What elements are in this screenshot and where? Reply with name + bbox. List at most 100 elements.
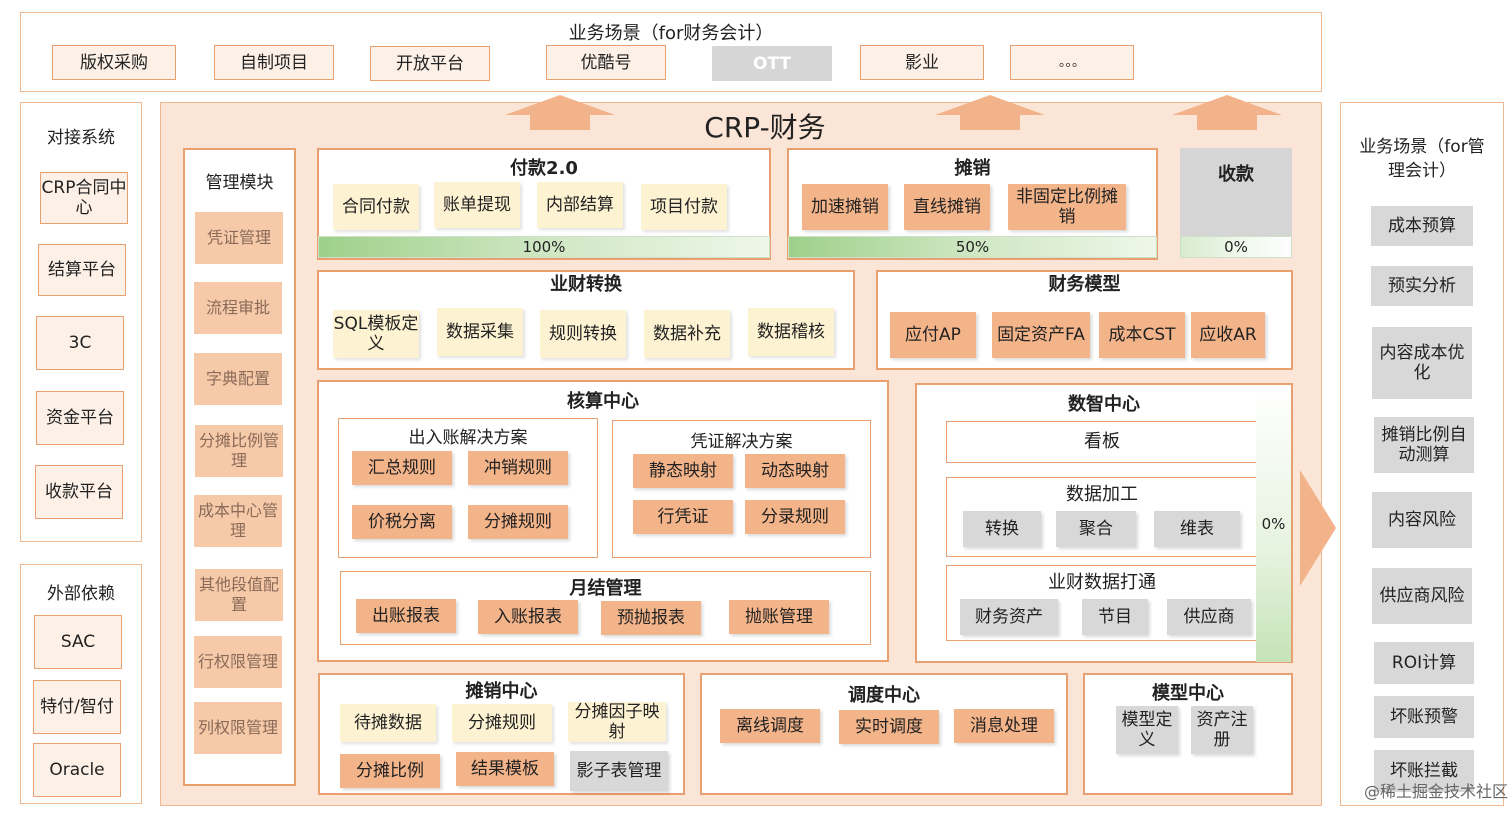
- scenario-open-platform: 开放平台: [370, 46, 490, 81]
- mgmt-cost-budget: 成本预算: [1371, 206, 1473, 246]
- dep-special-pay: 特付/智付: [33, 680, 121, 734]
- amortcenter-pending: 待摊数据: [340, 704, 436, 742]
- finmodel-cst: 成本CST: [1099, 312, 1185, 358]
- acct-title: 核算中心: [567, 391, 639, 412]
- link-fin-assets: 财务资产: [960, 599, 1058, 635]
- left-external-deps: 外部依赖: [20, 564, 142, 804]
- payment-title: 付款2.0: [510, 158, 578, 179]
- bizfin-title: 业财转换: [550, 274, 622, 295]
- bizfin-data-collect: 数据采集: [437, 308, 523, 356]
- sched-title: 调度中心: [848, 685, 920, 706]
- amortcenter-ratio: 分摊比例: [340, 754, 440, 788]
- process-aggregate: 聚合: [1056, 511, 1136, 547]
- mgmt-col-permission: 列权限管理: [194, 702, 282, 754]
- finmodel-fa: 固定资产FA: [992, 312, 1090, 358]
- mgmt-content-cost-opt: 内容成本优化: [1372, 327, 1472, 399]
- sched-realtime: 实时调度: [839, 710, 939, 744]
- mgmt-budget-actual: 预实分析: [1371, 266, 1473, 306]
- link-program: 节目: [1082, 599, 1148, 635]
- sched-message: 消息处理: [954, 709, 1054, 743]
- data-title: 数智中心: [1068, 394, 1140, 415]
- pay-project: 项目付款: [641, 184, 727, 230]
- mgmt-cost-center: 成本中心管理: [194, 495, 282, 547]
- bizfin-data-audit: 数据稽核: [748, 308, 834, 356]
- model-define: 模型定义: [1116, 706, 1178, 754]
- amort-progress-bar: 50%: [788, 236, 1157, 258]
- data-link-title: 业财数据打通: [1048, 572, 1156, 593]
- bizfin-rule-convert: 规则转换: [540, 310, 626, 358]
- amortcenter-title: 摊销中心: [465, 681, 538, 702]
- scenario-youku-account: 优酷号: [546, 45, 666, 80]
- model-panel: 模型中心: [1083, 673, 1293, 795]
- scenario-copyright-purchase: 版权采购: [52, 45, 176, 80]
- link-supplier: 供应商: [1167, 599, 1251, 635]
- monthly-pre-report: 预抛报表: [601, 601, 701, 635]
- amortcenter-result-template: 结果模板: [456, 752, 554, 786]
- arrow-stem: [960, 114, 1020, 130]
- scenario-film: 影业: [860, 45, 984, 80]
- amort-progress-label: 50%: [955, 238, 990, 256]
- arrow-up-icon: [935, 95, 1045, 115]
- mgmt-allocation-ratio: 分摊比例管理: [195, 425, 283, 477]
- receive-progress-bar: 0%: [1180, 236, 1292, 258]
- voucher-title: 凭证解决方案: [690, 432, 793, 452]
- arrow-up-icon: [1172, 95, 1282, 115]
- amortcenter-shadow-table: 影子表管理: [570, 751, 668, 791]
- data-process-title: 数据加工: [1066, 484, 1138, 505]
- mgmt-row-permission: 行权限管理: [194, 636, 282, 688]
- voucher-dynamic-map: 动态映射: [745, 454, 845, 488]
- mgmt-title: 管理模块: [205, 173, 274, 193]
- amortcenter-factor-map: 分摊因子映射: [568, 702, 666, 742]
- left-title: 对接系统: [47, 128, 115, 148]
- payment-progress-bar: 100%: [318, 236, 770, 258]
- watermark: @稀土掘金技术社区: [1363, 782, 1508, 801]
- receive-title: 收款: [1218, 164, 1254, 185]
- amort-title: 摊销: [954, 158, 991, 179]
- amort-accelerated: 加速摊销: [802, 184, 888, 230]
- right-title: 业务场景（for管理会计）: [1359, 137, 1485, 181]
- pay-contract: 合同付款: [333, 184, 419, 230]
- data-progress-label: 0%: [1261, 515, 1286, 533]
- dep-oracle: Oracle: [33, 743, 121, 797]
- voucher-line: 行凭证: [633, 500, 733, 534]
- mgmt-content-risk: 内容风险: [1372, 492, 1472, 548]
- mgmt-dictionary: 字典配置: [194, 353, 282, 405]
- bizfin-sql-template: SQL模板定义: [333, 310, 419, 358]
- receive-panel: 收款: [1180, 148, 1292, 236]
- pay-bill-withdraw: 账单提现: [434, 182, 520, 228]
- mgmt-approval: 流程审批: [194, 282, 282, 334]
- scenario-self-made: 自制项目: [214, 45, 334, 80]
- monthly-throw-mgmt: 抛账管理: [729, 600, 829, 634]
- mgmt-supplier-risk: 供应商风险: [1372, 568, 1472, 624]
- monthly-out-report: 出账报表: [356, 599, 456, 633]
- mgmt-bad-debt-warning: 坏账预警: [1374, 696, 1474, 738]
- dep-sac: SAC: [34, 615, 122, 669]
- sched-offline: 离线调度: [720, 709, 820, 743]
- mgmt-amort-ratio-calc: 摊销比例自动测算: [1374, 417, 1474, 473]
- external-title: 外部依赖: [47, 584, 115, 604]
- finmodel-ap: 应付AP: [890, 312, 976, 358]
- top-business-scenarios: 业务场景（for财务会计）: [20, 12, 1322, 92]
- arrow-stem: [1197, 114, 1257, 130]
- process-dim-table: 维表: [1154, 511, 1240, 547]
- inout-allocation-rule: 分摊规则: [468, 505, 568, 539]
- data-progress-bar: 0%: [1256, 386, 1291, 662]
- system-settlement: 结算平台: [38, 244, 126, 296]
- mgmt-bad-debt-block: 坏账拦截: [1374, 750, 1474, 792]
- mgmt-voucher: 凭证管理: [195, 212, 283, 264]
- voucher-entry-rule: 分录规则: [745, 500, 845, 534]
- system-crp-contract: CRP合同中心: [40, 172, 128, 224]
- left-integration-panel: 对接系统: [20, 102, 142, 542]
- system-3c: 3C: [36, 316, 124, 370]
- arrow-stem: [530, 114, 590, 130]
- finmodel-title: 财务模型: [1048, 274, 1121, 295]
- process-convert: 转换: [963, 511, 1041, 547]
- right-business-scenarios: 业务场景（for管理会计）: [1340, 102, 1504, 806]
- finmodel-ar: 应收AR: [1191, 312, 1265, 358]
- mgmt-roi: ROI计算: [1374, 642, 1474, 684]
- system-collection: 收款平台: [35, 465, 123, 519]
- monthly-in-report: 入账报表: [478, 600, 578, 634]
- inout-title: 出入账解决方案: [408, 428, 528, 448]
- amortcenter-rule: 分摊规则: [452, 704, 552, 742]
- scenario-more: 。。。: [1010, 45, 1134, 80]
